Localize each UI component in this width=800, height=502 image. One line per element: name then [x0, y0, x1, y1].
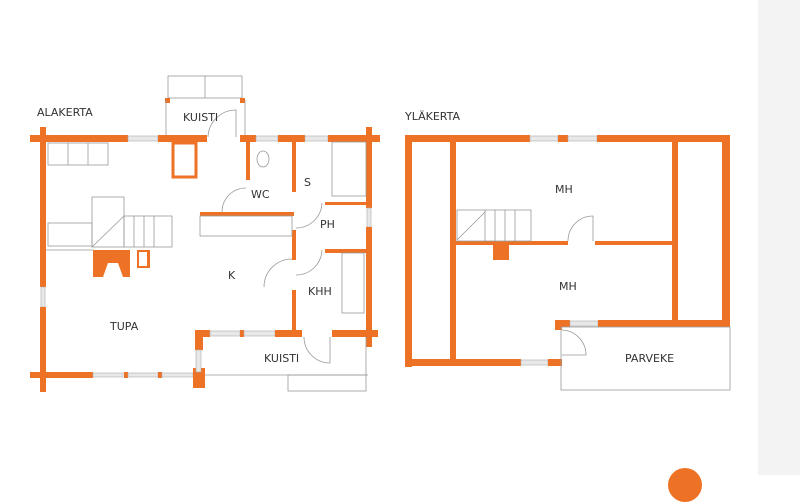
stairs — [456, 209, 532, 242]
porch-steps-bottom — [287, 374, 367, 392]
door-swing — [303, 336, 331, 364]
upper-floor-plan: YLÄKERTA MH MH PARVEKE — [404, 110, 731, 391]
room-label-s: S — [304, 176, 311, 189]
floor-plan: ALAKERTA — [30, 75, 731, 392]
sofa — [47, 142, 109, 166]
door-swing — [207, 109, 237, 138]
window — [127, 135, 159, 142]
chimney — [493, 244, 509, 260]
door-swing — [221, 187, 247, 213]
room-label-tupa: TUPA — [109, 320, 139, 333]
room-label-ph: PH — [320, 218, 335, 231]
room-label-kuisti-top: KUISTI — [183, 111, 218, 124]
toilet — [256, 150, 270, 168]
door-swing — [263, 258, 293, 288]
room-label-k: K — [228, 269, 236, 282]
room-label-mh-bottom: MH — [559, 280, 577, 293]
utility-cabinets — [341, 252, 365, 314]
door-swing — [567, 215, 594, 242]
fireplace — [93, 250, 150, 277]
upper-floor-title: YLÄKERTA — [404, 110, 460, 123]
kitchen-counter — [199, 215, 293, 237]
room-label-khh: KHH — [308, 285, 332, 298]
balcony — [560, 326, 731, 391]
sauna-stairs — [331, 141, 367, 197]
room-label-kuisti-bottom: KUISTI — [264, 352, 299, 365]
door-swing — [295, 202, 323, 229]
room-label-mh-top: MH — [555, 183, 573, 196]
stairs — [91, 196, 125, 248]
side-strip — [758, 0, 800, 475]
ground-floor-plan: ALAKERTA — [30, 75, 380, 392]
room-label-parveke: PARVEKE — [625, 352, 674, 365]
door-swing — [561, 329, 587, 356]
ground-floor-title: ALAKERTA — [37, 106, 93, 119]
room-label-wc: WC — [251, 188, 270, 201]
door-swing — [295, 249, 323, 276]
